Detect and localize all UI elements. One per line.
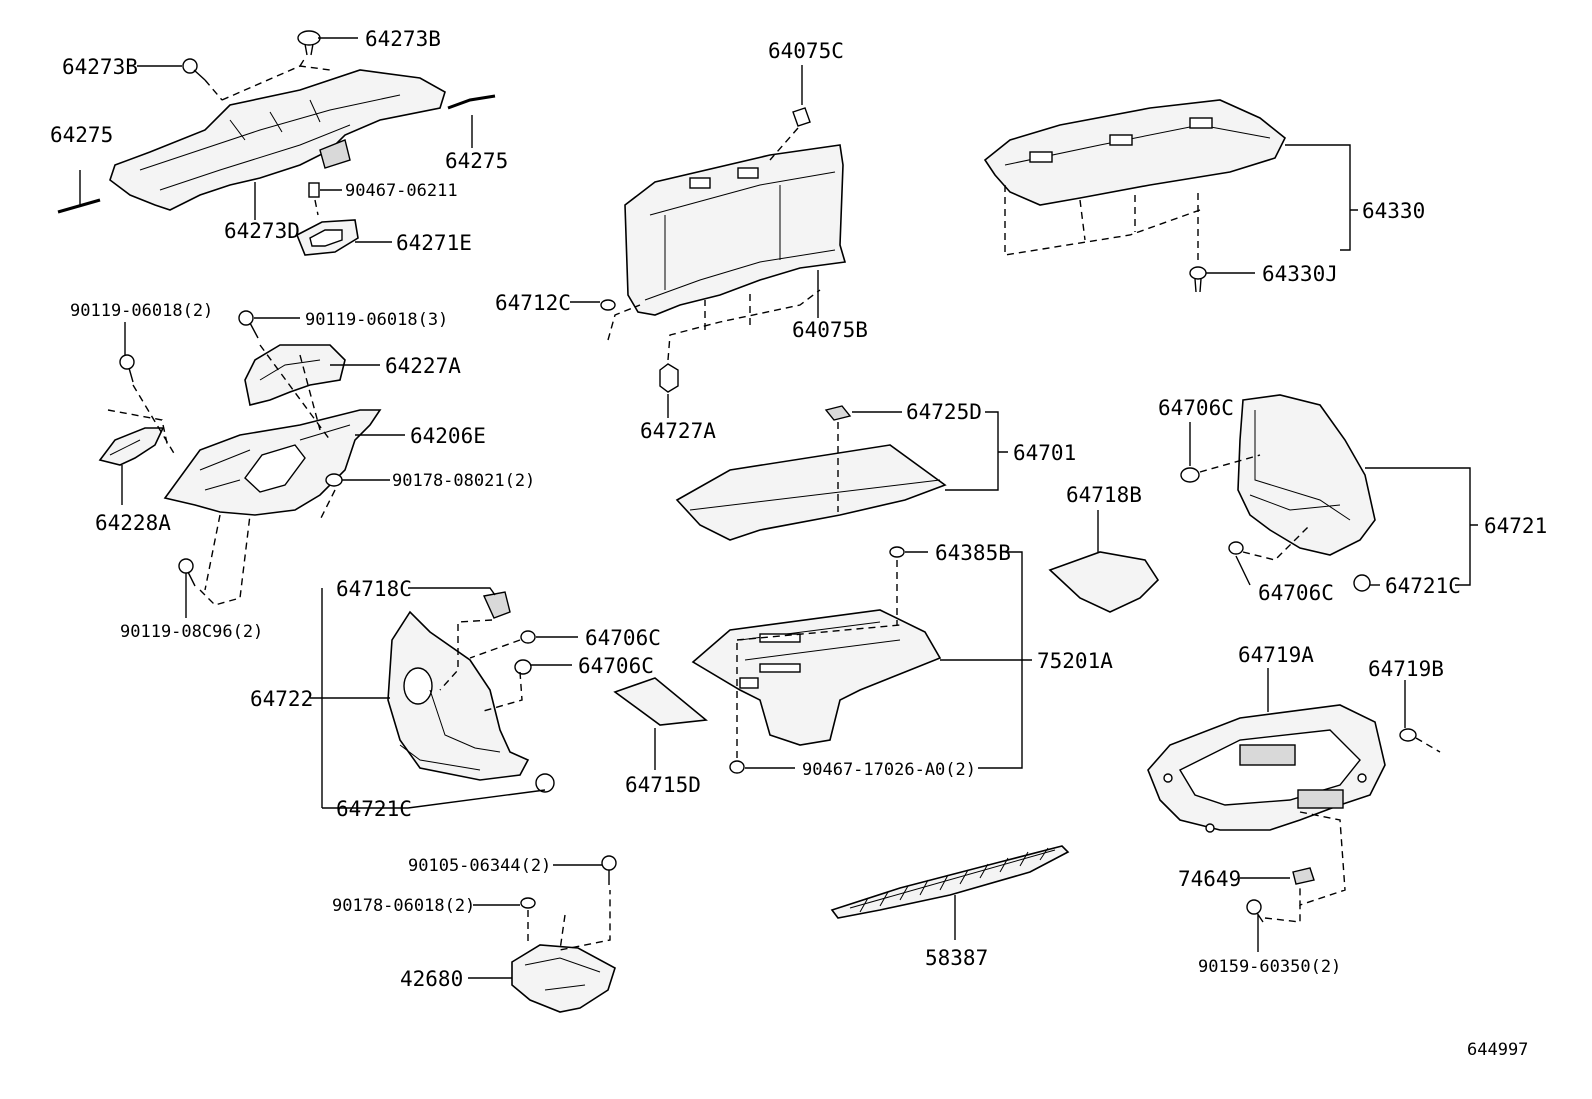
bolt-90119-08c96 xyxy=(178,558,196,587)
clip-64712c xyxy=(600,299,616,311)
label-90159-60350: 90159-60350(2) xyxy=(1198,957,1341,977)
part-64271e-grommet xyxy=(295,219,359,256)
clip-90467-06211 xyxy=(308,182,320,198)
label-75201a: 75201A xyxy=(1037,649,1113,673)
part-64715d-sheet xyxy=(613,677,708,726)
label-64706c-mid-1: 64706C xyxy=(585,626,661,650)
label-64719a: 64719A xyxy=(1238,643,1314,667)
part-64718c-pad xyxy=(482,591,511,619)
part-64721-side-panel xyxy=(1237,394,1376,556)
clip-90178-08021 xyxy=(325,473,343,487)
part-64722-side-trim xyxy=(387,610,530,781)
part-64275-left-seal xyxy=(57,198,101,214)
label-64712c: 64712C xyxy=(495,291,571,315)
clip-64075c xyxy=(792,107,811,127)
label-64227a: 64227A xyxy=(385,354,461,378)
label-74649: 74649 xyxy=(1178,867,1241,891)
label-64715d: 64715D xyxy=(625,773,701,797)
label-64701: 64701 xyxy=(1013,441,1076,465)
bolt-90105-06344 xyxy=(601,855,617,885)
part-64330-shelf xyxy=(983,99,1287,206)
part-64075b-panel xyxy=(624,144,847,316)
label-64075b: 64075B xyxy=(792,318,868,342)
part-64719a-door-trim xyxy=(1147,704,1386,833)
label-64727a: 64727A xyxy=(640,419,716,443)
label-64273d: 64273D xyxy=(224,219,300,243)
label-64275-right: 64275 xyxy=(445,149,508,173)
part-labels: 64273B 64273B 64275 64275 90467-06211 64… xyxy=(50,27,1547,1060)
clip-64721c-right xyxy=(1353,574,1371,592)
label-64330j: 64330J xyxy=(1262,262,1338,286)
clip-64721c-left xyxy=(535,773,555,793)
label-64721c-right: 64721C xyxy=(1385,574,1461,598)
label-64719b: 64719B xyxy=(1368,657,1444,681)
label-42680: 42680 xyxy=(400,967,463,991)
label-90467-06211: 90467-06211 xyxy=(345,181,458,201)
part-64275-right-seal xyxy=(447,94,496,110)
label-64271e: 64271E xyxy=(396,231,472,255)
part-64206e-panel xyxy=(163,409,382,516)
part-64727a-spacer xyxy=(659,363,679,393)
clip-64719b xyxy=(1399,728,1417,742)
clip-64706c-mid-2 xyxy=(514,659,532,675)
part-64273d-tray xyxy=(109,69,446,211)
part-64228a-hook xyxy=(98,427,165,466)
label-90178-08021-2: 90178-08021(2) xyxy=(392,471,535,491)
clip-64725d xyxy=(824,405,852,421)
label-64206e: 64206E xyxy=(410,424,486,448)
label-90105-06344: 90105-06344(2) xyxy=(408,856,551,876)
clip-64706c-mid-1 xyxy=(520,630,536,644)
label-64228a: 64228A xyxy=(95,511,171,535)
label-64075c: 64075C xyxy=(768,39,844,63)
label-64385b: 64385B xyxy=(935,541,1011,565)
clip-64330j xyxy=(1189,266,1207,293)
label-64706c-mid-2: 64706C xyxy=(578,654,654,678)
label-64330: 64330 xyxy=(1362,199,1425,223)
clip-64385b xyxy=(889,546,905,558)
label-64718b: 64718B xyxy=(1066,483,1142,507)
label-64275-left: 64275 xyxy=(50,123,113,147)
label-64721: 64721 xyxy=(1484,514,1547,538)
leader-lines xyxy=(79,37,1478,979)
part-74649-cap xyxy=(1292,867,1315,885)
label-64273b-top: 64273B xyxy=(365,27,441,51)
label-90119-06018-3: 90119-06018(3) xyxy=(305,310,448,330)
label-64722: 64722 xyxy=(250,687,313,711)
bolt-90119-06018-left xyxy=(119,354,135,383)
label-58387: 58387 xyxy=(925,946,988,970)
clip-64273b-top xyxy=(297,30,321,56)
clip-64706c-right-top xyxy=(1180,467,1200,483)
part-64227a-bracket xyxy=(244,344,346,406)
label-90119-06018-2: 90119-06018(2) xyxy=(70,301,213,321)
part-42680-bracket xyxy=(511,944,616,1013)
label-64721c-left: 64721C xyxy=(336,797,412,821)
part-64718b-pad xyxy=(1048,551,1160,613)
clip-90467-17026 xyxy=(729,760,745,774)
clip-90178-06018 xyxy=(520,897,536,909)
bolt-90119-06018-top xyxy=(238,310,259,339)
label-90119-08c96-2: 90119-08C96(2) xyxy=(120,622,263,642)
clip-64273b-left xyxy=(182,58,206,81)
screw-90159-60350 xyxy=(1246,899,1264,923)
label-90467-17026: 90467-17026-A0(2) xyxy=(802,760,976,780)
part-64701-mat xyxy=(675,444,947,541)
label-64273b-left: 64273B xyxy=(62,55,138,79)
catalog-number: 644997 xyxy=(1467,1040,1528,1060)
part-58387-sill xyxy=(830,845,1070,919)
label-64725d: 64725D xyxy=(906,400,982,424)
label-90178-06018: 90178-06018(2) xyxy=(332,896,475,916)
label-64706c-right-bottom: 64706C xyxy=(1258,581,1334,605)
clip-64706c-right-bottom xyxy=(1228,541,1244,555)
part-75201a-storage-box xyxy=(691,609,942,746)
label-64706c-right-top: 64706C xyxy=(1158,396,1234,420)
label-64718c: 64718C xyxy=(336,577,412,601)
